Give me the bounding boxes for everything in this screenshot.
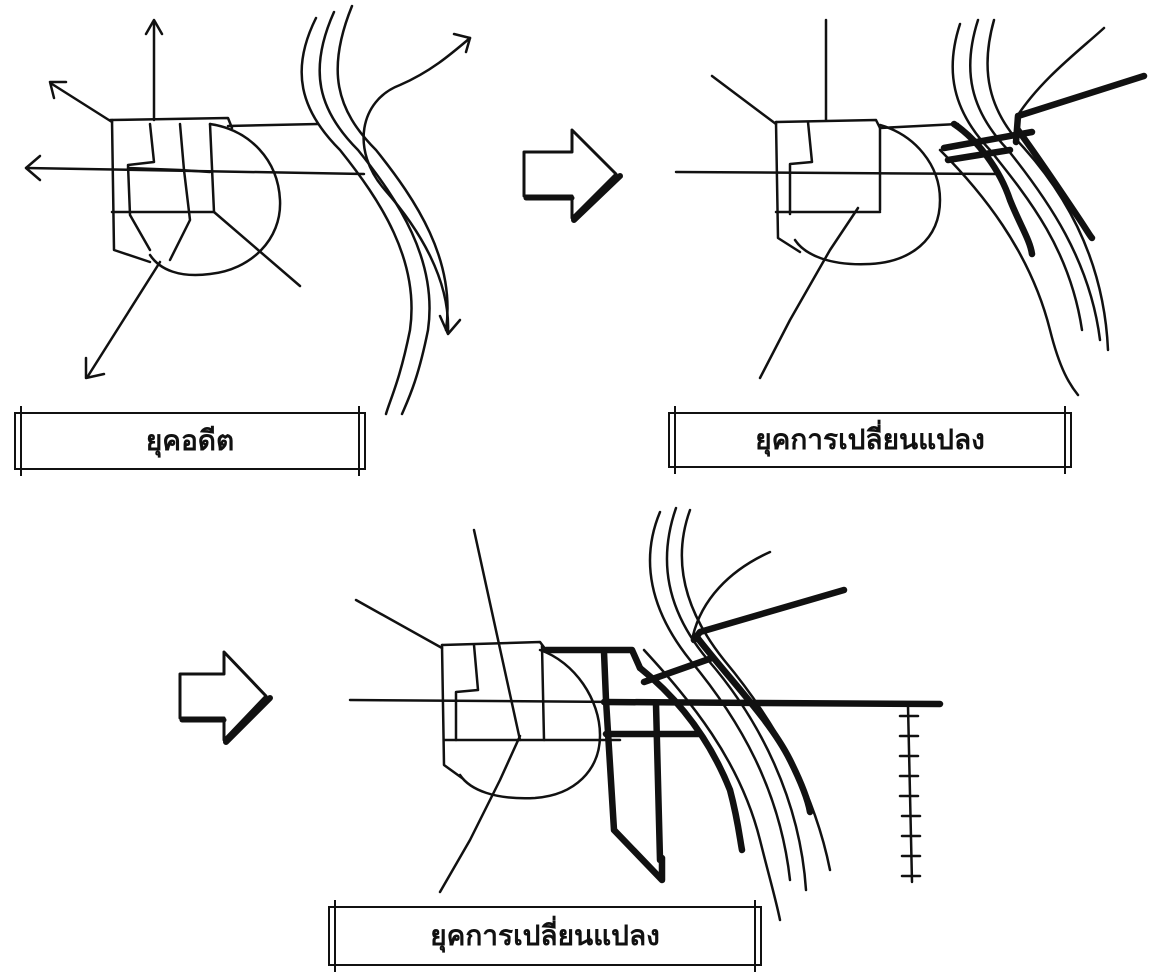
label-change-1: ยุคการเปลี่ยนแปลง	[668, 412, 1072, 468]
railway	[900, 706, 920, 882]
panel-change-2-sketch	[350, 508, 940, 920]
label-change-2: ยุคการเปลี่ยนแปลง	[328, 906, 762, 966]
river	[302, 6, 448, 414]
river	[940, 20, 1108, 395]
new-roads	[546, 552, 940, 880]
transition-arrow-1-icon	[524, 130, 620, 220]
panel-past-sketch	[26, 6, 470, 414]
town-core	[350, 530, 620, 892]
town-core	[676, 20, 1000, 378]
label-past: ยุคอดีต	[14, 412, 366, 470]
panel-change-1-sketch	[676, 20, 1144, 395]
river	[644, 508, 830, 920]
roads	[26, 20, 364, 378]
transition-arrow-2-icon	[180, 652, 270, 742]
river-flow-arrow-icon	[364, 34, 470, 334]
town-core	[110, 118, 318, 286]
new-roads	[944, 28, 1144, 254]
